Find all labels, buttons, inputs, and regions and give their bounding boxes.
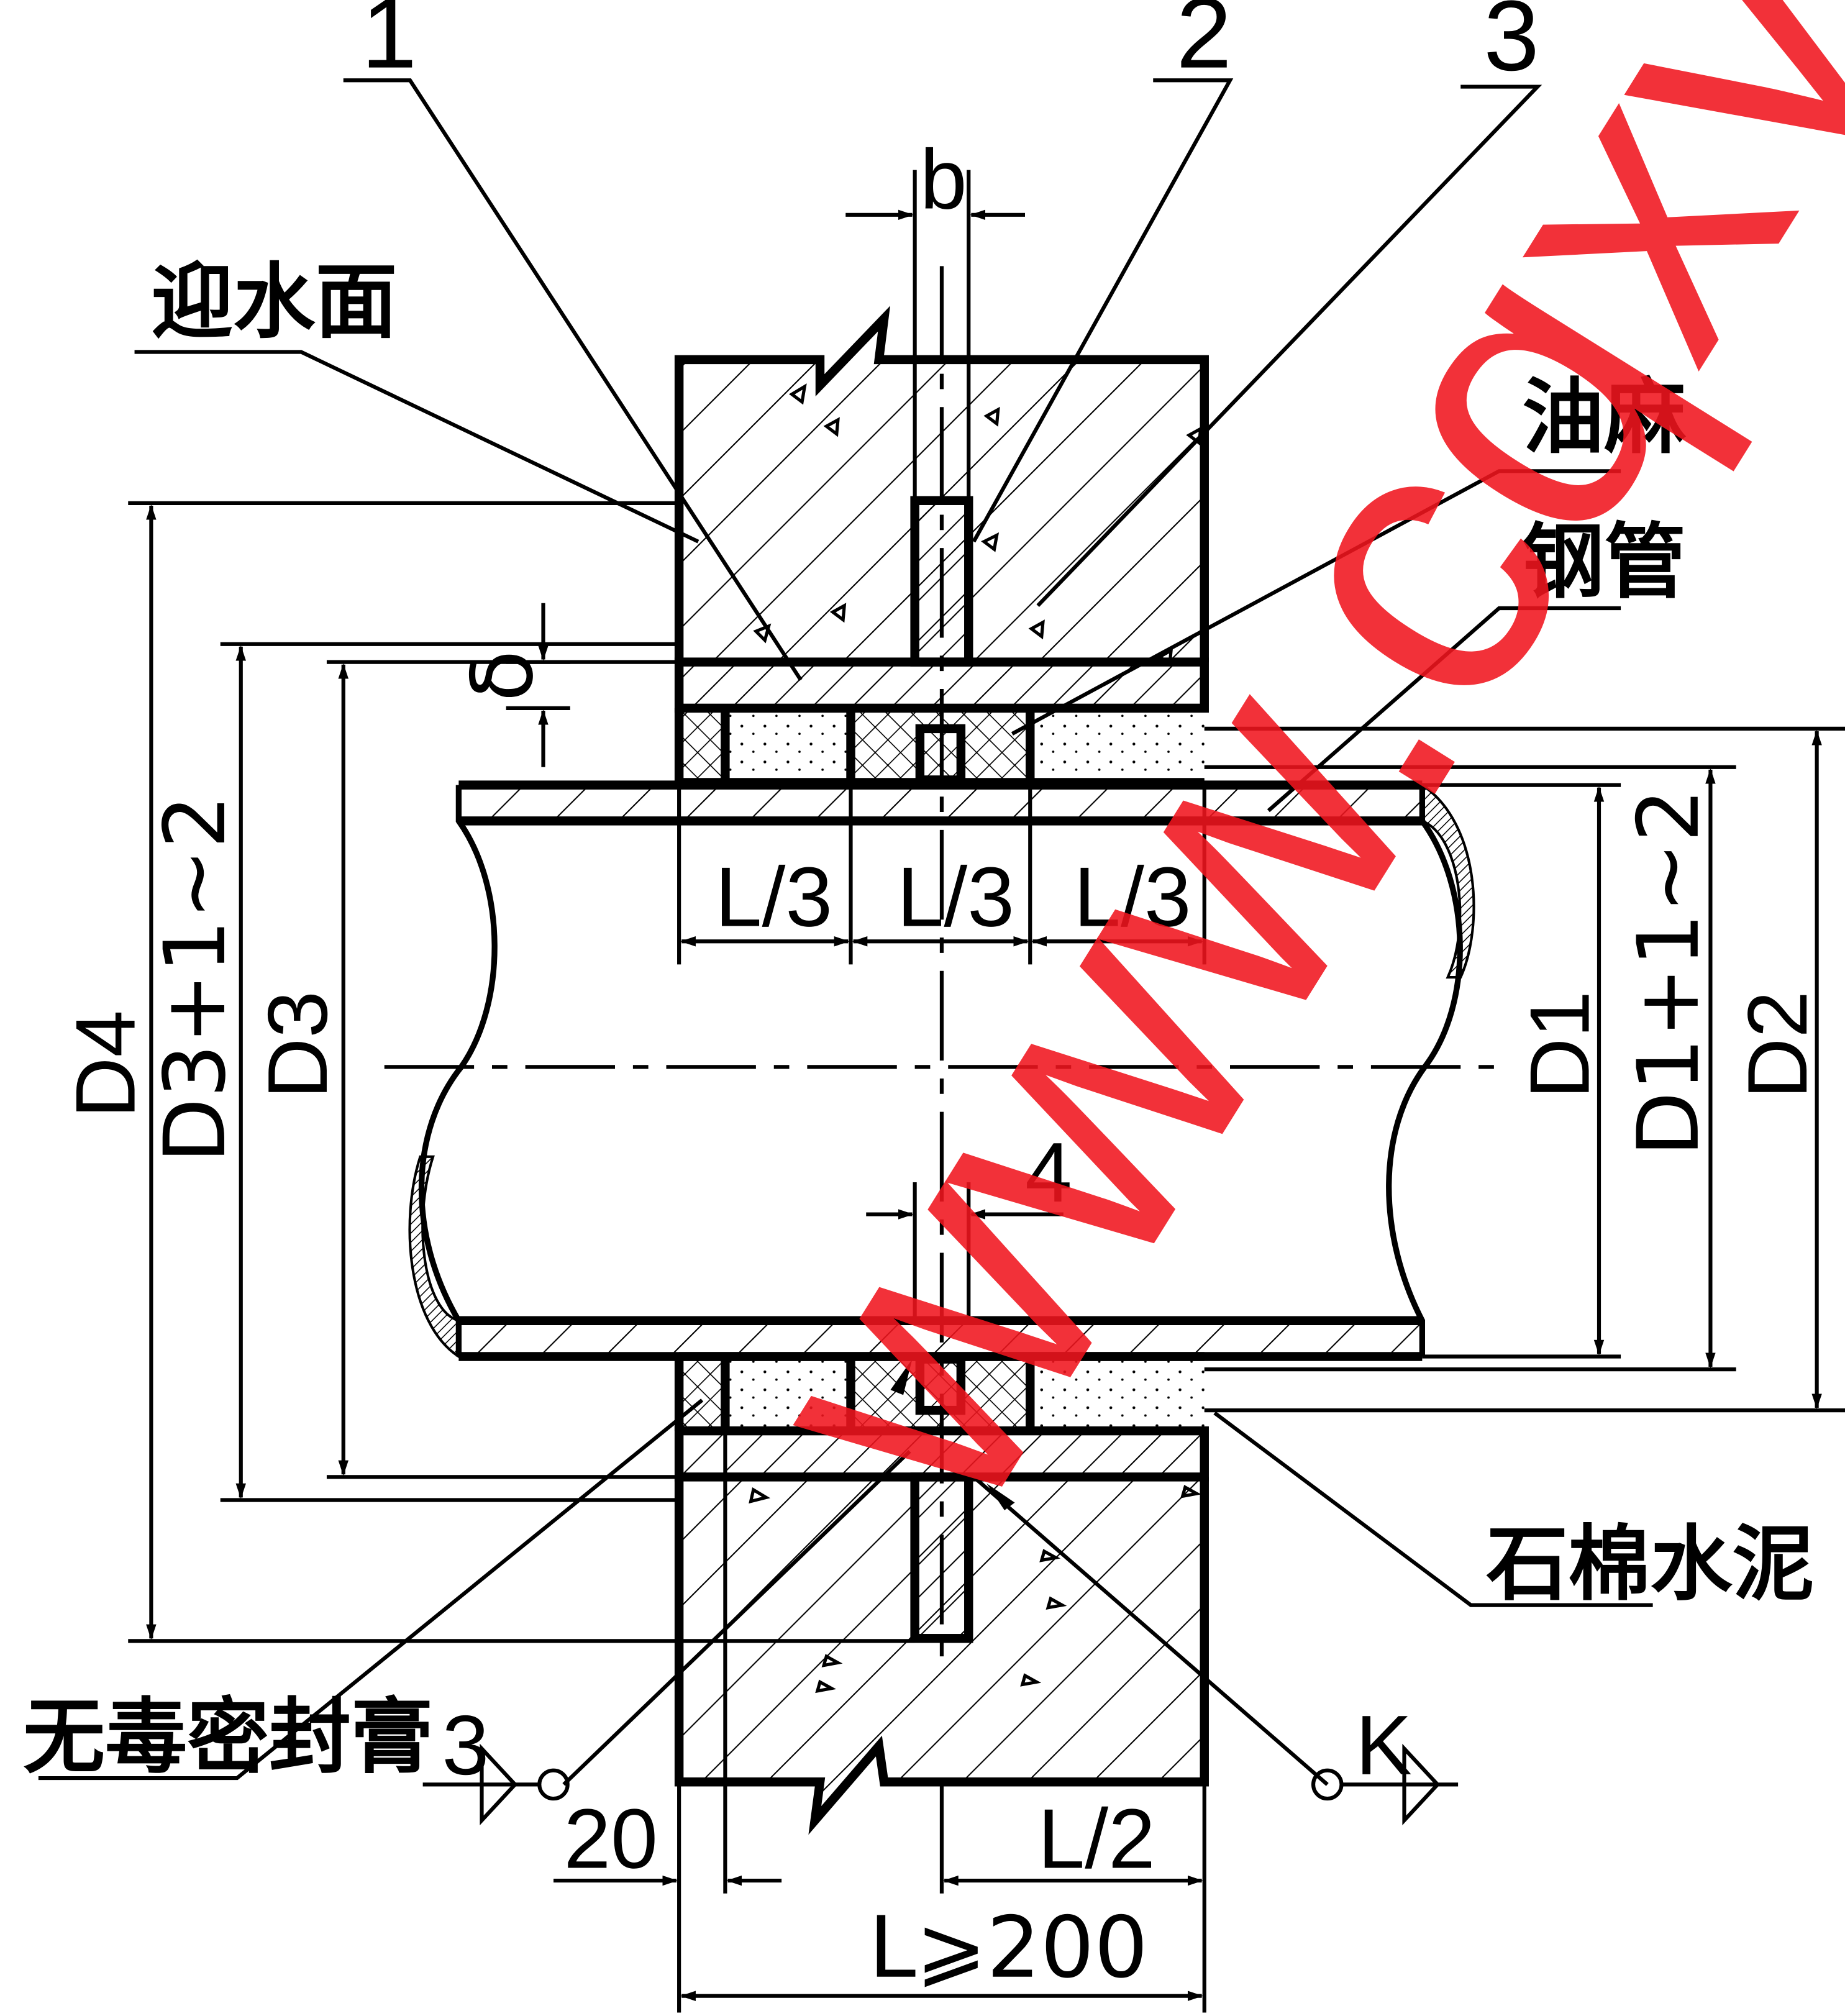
dim-third-2: L/3 bbox=[897, 850, 1014, 944]
callout-3: 3 bbox=[1483, 0, 1539, 92]
dim-total: L⩾200 bbox=[868, 1899, 1148, 1997]
dim-D3: D3 bbox=[250, 991, 345, 1099]
dimension-lines bbox=[146, 209, 1822, 2001]
extension-lines bbox=[128, 170, 1845, 2013]
label-oakum: 油麻 bbox=[1522, 370, 1686, 465]
weld-symbol-left bbox=[422, 1743, 570, 1826]
dim-D2: D2 bbox=[1730, 991, 1824, 1099]
leader-lines bbox=[38, 78, 1653, 1786]
callout-2: 2 bbox=[1176, 0, 1231, 89]
callout-1: 1 bbox=[362, 0, 417, 89]
label-asbestos-cement: 石棉水泥 bbox=[1487, 1517, 1815, 1612]
label-upstream-face: 迎水面 bbox=[151, 254, 397, 350]
label-sealant: 无毒密封膏 bbox=[23, 1689, 433, 1785]
dim-third-3: L/3 bbox=[1073, 850, 1191, 944]
callout-4: 4 bbox=[1025, 1125, 1072, 1220]
weld-label-3: 3 bbox=[442, 1698, 490, 1792]
dim-D4: D4 bbox=[58, 1010, 153, 1118]
dim-b: b bbox=[920, 132, 967, 227]
centerlines bbox=[384, 266, 1500, 1657]
weld-symbol-right bbox=[1311, 1743, 1459, 1826]
dim-D1: D1 bbox=[1513, 991, 1607, 1099]
dim-delta: δ bbox=[454, 650, 552, 701]
dim-20: 20 bbox=[564, 1791, 658, 1886]
label-steel-pipe: 钢管 bbox=[1522, 514, 1686, 610]
dim-D3-plus: D3+1∼2 bbox=[147, 795, 245, 1163]
weld-label-K: K bbox=[1355, 1698, 1412, 1792]
dim-third-1: L/3 bbox=[715, 850, 832, 944]
dim-half: L/2 bbox=[1038, 1791, 1155, 1886]
dim-D1-plus: D1+1∼2 bbox=[1620, 788, 1718, 1157]
